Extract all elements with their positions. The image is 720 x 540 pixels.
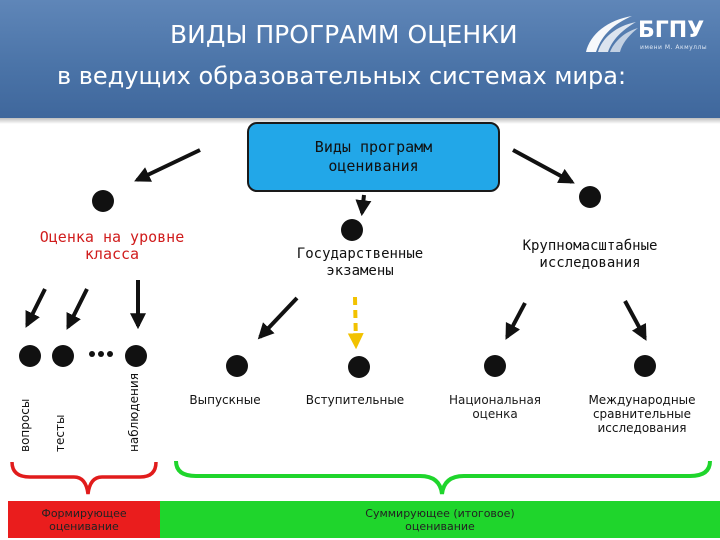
label-national-assessment: Национальная оценка xyxy=(448,393,542,421)
label-state-exams: Государственные экзамены xyxy=(296,246,424,279)
slide-subtitle: в ведущих образовательных системах мира: xyxy=(57,62,627,90)
arrow-root-to-class xyxy=(134,148,201,182)
arrow-class-tests xyxy=(66,288,89,330)
root-node-box: Виды программ оценивания xyxy=(247,122,500,192)
ellipsis-dot-2 xyxy=(98,351,104,357)
arrow-class-questions xyxy=(25,288,47,328)
node-entrance xyxy=(348,356,370,378)
node-questions xyxy=(19,345,41,367)
node-international xyxy=(634,355,656,377)
ellipsis-dot-1 xyxy=(89,351,95,357)
arrow-large-national xyxy=(505,302,527,340)
node-state-exams xyxy=(341,219,363,241)
root-node-label: Виды программ оценивания xyxy=(314,138,433,175)
node-tests xyxy=(52,345,74,367)
formative-assessment-label: Формирующее оценивание xyxy=(41,506,127,533)
title-banner xyxy=(0,0,720,118)
arrow-state-graduation xyxy=(257,296,299,340)
summative-assessment-label: Суммирующее (итоговое) оценивание xyxy=(365,506,515,533)
node-large-scale xyxy=(579,186,601,208)
banner-shadow xyxy=(0,118,720,124)
ellipsis-dot-3 xyxy=(107,351,113,357)
arrow-root-to-large xyxy=(512,148,575,184)
arrow-state-entrance xyxy=(347,296,364,350)
logo-swoosh-icon xyxy=(586,16,638,52)
node-observations xyxy=(125,345,147,367)
logo-text: БГПУ xyxy=(638,18,705,43)
arrow-large-international xyxy=(623,300,647,341)
label-tests: тесты xyxy=(53,414,67,452)
brace-summative xyxy=(174,460,712,495)
label-international-studies: Международные сравнительные исследования xyxy=(588,393,696,435)
brace-formative xyxy=(10,461,158,495)
node-graduation xyxy=(226,355,248,377)
logo-subtext: имени М. Акмуллы xyxy=(640,44,708,51)
label-large-scale: Крупномасштабные исследования xyxy=(522,238,658,271)
node-class-level xyxy=(92,190,114,212)
label-entrance-exams: Вступительные xyxy=(305,393,405,407)
label-class-level: Оценка на уровне класса xyxy=(39,228,185,263)
summative-assessment-box: Суммирующее (итоговое) оценивание xyxy=(160,501,720,538)
label-graduation-exams: Выпускные xyxy=(189,393,261,407)
slide-title: ВИДЫ ПРОГРАММ ОЦЕНКИ xyxy=(170,20,518,49)
label-observations: наблюдения xyxy=(127,373,141,452)
node-national xyxy=(484,355,506,377)
arrow-root-to-state xyxy=(355,194,372,217)
label-questions: вопросы xyxy=(18,398,32,452)
university-logo xyxy=(586,16,638,52)
formative-assessment-box: Формирующее оценивание xyxy=(8,501,160,538)
